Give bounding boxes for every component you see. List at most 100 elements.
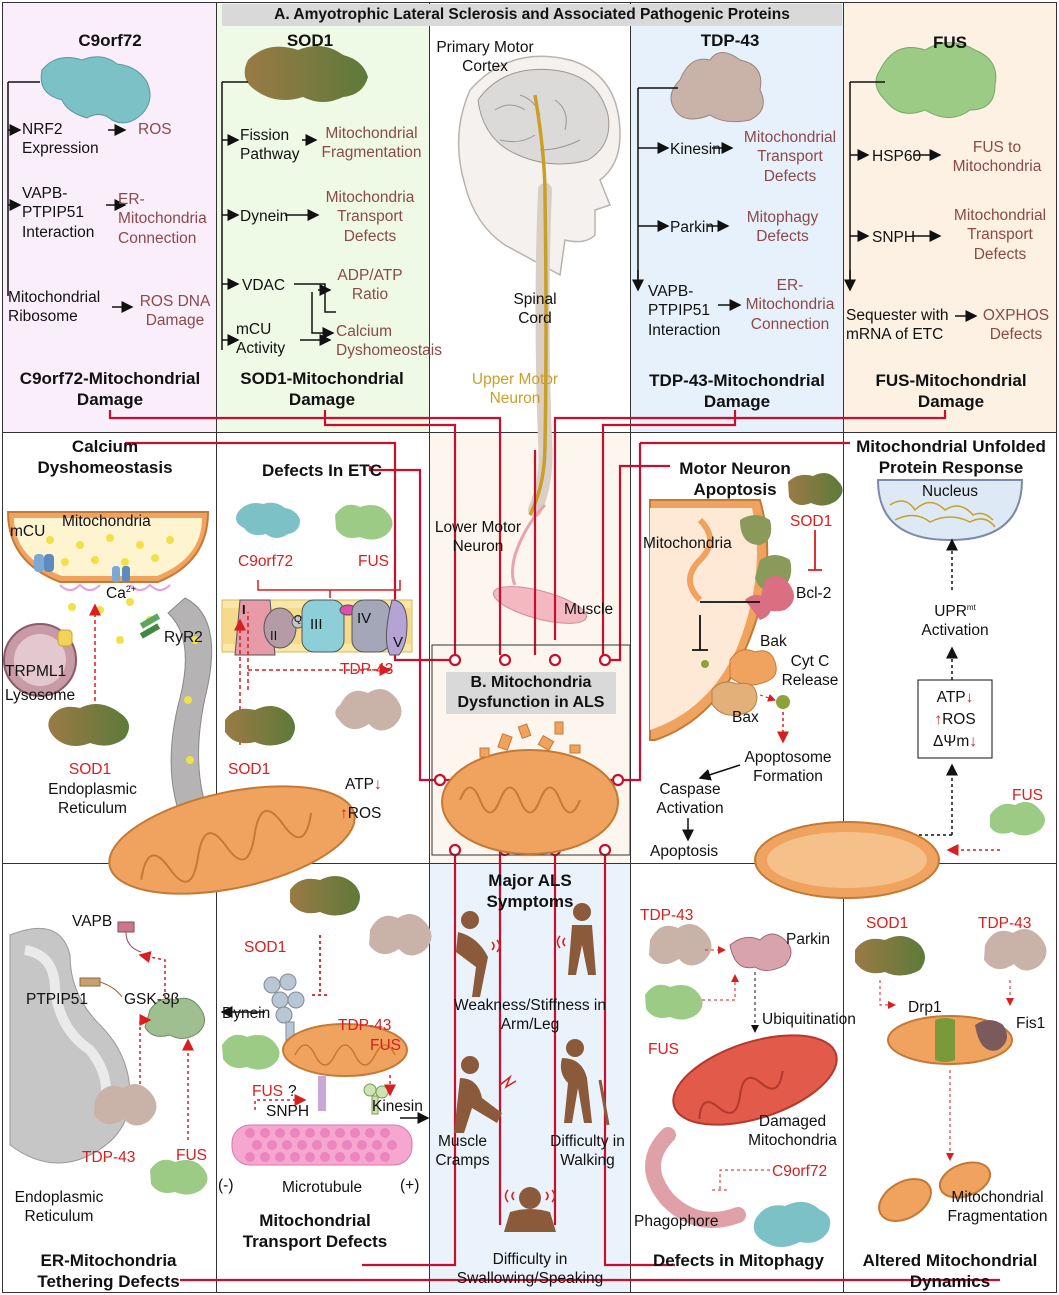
complex-ii-icon	[263, 607, 297, 649]
upper-motor-neuron-line	[528, 94, 548, 516]
upr-fus-icon	[990, 801, 1045, 836]
center-title-bg	[446, 672, 616, 714]
walking-figure-icon	[560, 1039, 610, 1126]
calcium-sod1-label: SOD1	[68, 761, 112, 778]
ubiquitination-label: Ubiquitination	[762, 1011, 856, 1028]
trans-sod-label: SOD1	[244, 939, 287, 956]
apoptosome-label: Apoptosome Formation	[744, 749, 832, 786]
fus-fusmito-label: FUS to Mitochondria	[952, 139, 1042, 176]
calcium-mito-label: Mitochondria	[62, 513, 151, 530]
calcium-er-label: Endoplasmic Reticulum	[48, 781, 137, 818]
fragmented-mitochondria-icon	[878, 1161, 992, 1222]
nucleus-label: Nucleus	[922, 483, 978, 500]
trans-fus-label: FUS	[370, 1037, 401, 1054]
c9-ribo-label: Mitochondrial Ribosome	[8, 289, 101, 326]
apoptosis-title: Motor Neuron Apoptosis	[679, 459, 791, 500]
snph-icon	[318, 1076, 326, 1111]
ryr2-label: RyR2	[164, 629, 203, 646]
etc-fus-label: FUS	[358, 553, 389, 570]
bcl2-label: Bcl-2	[796, 585, 832, 602]
center-mitochondria	[441, 749, 619, 855]
transport-mitochondria	[282, 1023, 408, 1077]
upr-dpsi-label: ΔΨm↓	[933, 733, 977, 750]
gsk3b-icon	[144, 997, 205, 1039]
spinal-cord	[528, 183, 553, 517]
mitophagy-fus-icon	[645, 984, 703, 1020]
mitophagy-c9-label: C9orf72	[772, 1163, 828, 1180]
fus-oxphos-label: OXPHOS Defects	[982, 307, 1050, 344]
center-title: B. Mitochondria Dysfunction in ALS	[457, 674, 605, 711]
sod-frag-label: Mitochondrial Fragmentation	[321, 125, 422, 162]
mitophagy-tdp43-icon	[649, 924, 712, 966]
upr-status-box	[917, 679, 993, 759]
cramps-label: Muscle Cramps	[435, 1133, 490, 1170]
transport-fus-icon	[222, 1034, 280, 1070]
etc-sod1-icon	[225, 706, 295, 746]
cytc-release-icon	[776, 695, 790, 709]
complex-i-label: I	[242, 602, 246, 617]
nrf2-label: NRF2 Expression	[22, 121, 99, 158]
sod-transport-label: Mitochondria Transport Defects	[325, 189, 415, 245]
tdp-mitophagy-label: Mitophagy Defects	[746, 209, 819, 246]
tdp-er-label: ER- Mitochondria Connection	[745, 277, 835, 333]
fus-protein-icon	[875, 42, 997, 118]
dynamics-tdp43-icon	[984, 929, 1047, 971]
fus-sequester-label: Sequester with mRNA of ETC	[846, 307, 949, 344]
complex-iv-label: IV	[357, 610, 372, 627]
dyn-tdp-label: TDP-43	[978, 915, 1032, 932]
center-box	[431, 644, 631, 856]
tdp-footer: TDP-43-Mitochondrial Damage	[649, 371, 825, 412]
stiffness-figure-icon	[568, 903, 596, 975]
complex-iii-label: III	[310, 616, 323, 633]
upr-atp-label: ATP↓	[936, 689, 974, 706]
trans-kinesin-label: Kinesin	[372, 1098, 423, 1115]
apoptosis-label: Apoptosis	[650, 843, 719, 860]
trans-tdp-label: TDP-43	[338, 1017, 392, 1034]
sod-dynein-label: Dynein	[240, 208, 289, 225]
fus-footer: FUS-Mitochondrial Damage	[875, 371, 1027, 412]
dyn-frag-label: Mitochondrial Fragmentation	[947, 1189, 1048, 1226]
large-mitochondria-left	[108, 785, 356, 895]
fus-hsp-label: HSP60	[872, 148, 922, 165]
mitophagy-fus-label: FUS	[648, 1041, 679, 1058]
sod-mcu-label: mCU Activity	[236, 321, 286, 358]
complex-iii-icon	[301, 599, 345, 653]
er-fus-label: FUS	[176, 1147, 207, 1164]
etc-ros-label: ↑ROS	[340, 805, 382, 822]
mitophagy-footer: Defects in Mitophagy	[653, 1251, 824, 1270]
trans-minus-label: (-)	[218, 1177, 234, 1194]
complex-ii-label: II	[270, 628, 278, 643]
c9-footer: C9orf72-Mitochondrial Damage	[19, 369, 201, 410]
transport-sod1-icon	[290, 876, 360, 916]
trans-snph-label: SNPH	[266, 1103, 310, 1120]
cytc-label: Cyt C Release	[781, 653, 839, 690]
er-fus-icon	[150, 1159, 208, 1195]
lmn-label: Lower Motor Neuron	[434, 519, 522, 556]
weakness-label: Weakness/Stiffness in Arm/Leg	[454, 997, 606, 1034]
sod-footer: SOD1-Mitochondrial Damage	[240, 369, 404, 410]
etc-tdp-label: TDP-43	[340, 661, 394, 678]
complex-v-label: V	[393, 634, 404, 651]
mitophagy-c9orf72-icon	[753, 1201, 831, 1247]
etc-title: Defects In ETC	[262, 461, 382, 480]
complex-i-icon	[234, 599, 276, 656]
ptpip51-icon	[79, 977, 101, 987]
tdp-parkin-label: Parkin	[670, 219, 714, 236]
tdp-kinesin-label: Kinesin	[670, 141, 721, 158]
trpml1-label: TRPML1	[5, 663, 67, 680]
trans-question-label: ?	[288, 1083, 297, 1100]
etc-c9orf72-icon	[236, 502, 300, 538]
fus-transport-label: Mitochondrial Transport Defects	[953, 207, 1047, 263]
tdp-vapb-label: VAPB- PTPIP51 Interaction	[648, 283, 721, 339]
phagophore-icon	[645, 1127, 746, 1228]
c9-vapb-label: VAPB- PTPIP51 Interaction	[22, 185, 95, 241]
etc-tdp43-icon	[335, 689, 402, 731]
damaged-mitochondria-icon	[672, 1034, 838, 1126]
tdp43-title: TDP-43	[700, 31, 760, 50]
calcium-title: Calcium Dyshomeostasis	[37, 437, 173, 478]
er-tdp-label: TDP-43	[82, 1149, 136, 1166]
bak-label: Bak	[760, 633, 787, 650]
symptom-figures	[454, 903, 610, 1232]
